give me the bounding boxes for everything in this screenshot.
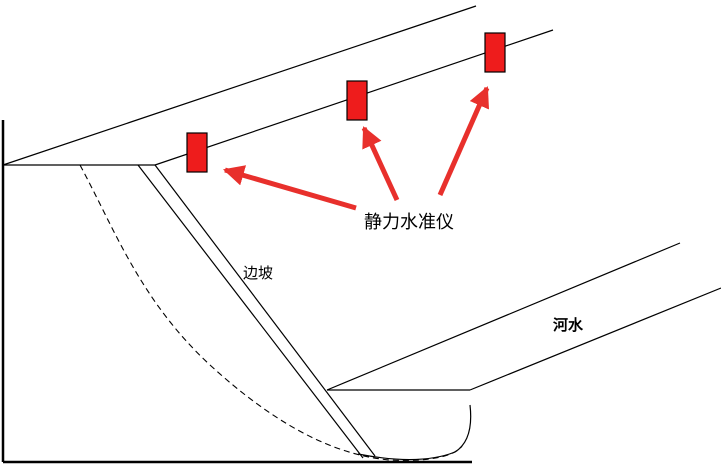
far-edge-line xyxy=(2,5,477,166)
water-near-line xyxy=(469,287,721,391)
sensor-2 xyxy=(346,80,368,121)
slope-face-inner xyxy=(154,164,376,457)
arrow-to-sensor-2 xyxy=(361,126,400,202)
river-label: 河水 xyxy=(553,316,584,334)
arrow-to-sensor-3 xyxy=(437,86,490,197)
slope-face-outer xyxy=(137,164,364,459)
slope-label: 边坡 xyxy=(243,264,274,282)
river-bed-curve xyxy=(357,404,472,461)
arrow-to-sensor-1 xyxy=(222,165,357,211)
instrument-label: 静力水准仪 xyxy=(364,212,454,233)
water-far-line xyxy=(326,242,681,391)
sensor-3 xyxy=(484,32,506,73)
slip-surface-dashed xyxy=(79,164,463,461)
sensor-1 xyxy=(186,132,208,173)
